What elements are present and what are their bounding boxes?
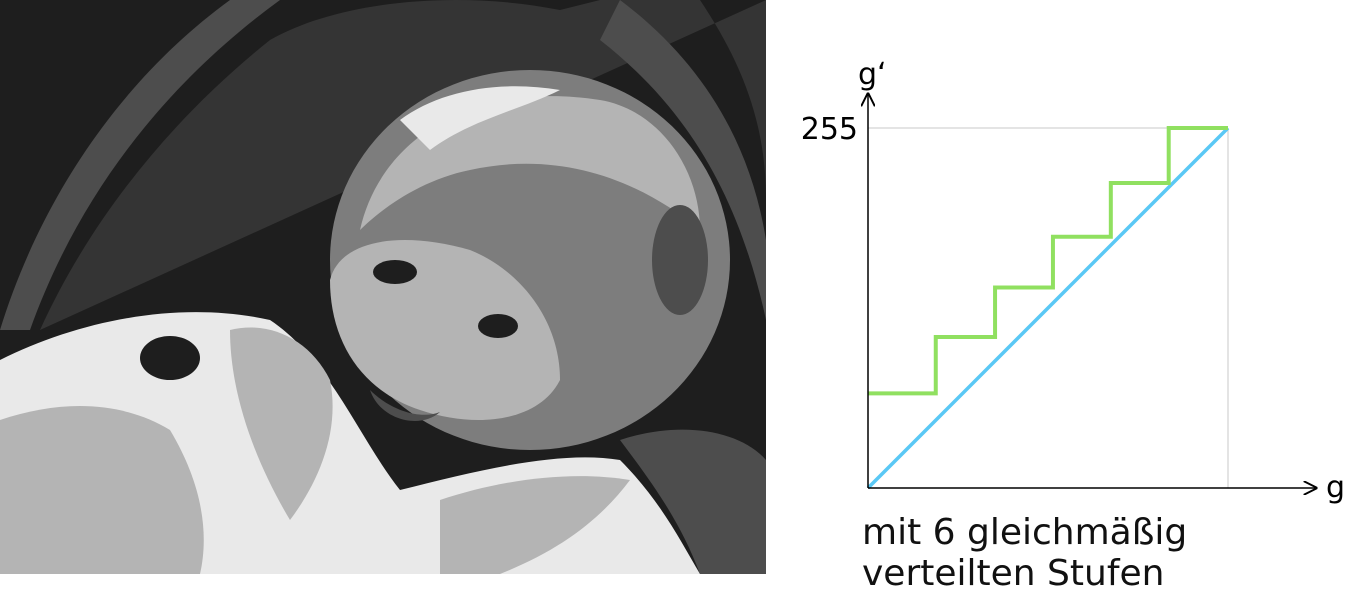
identity-line-series bbox=[866, 126, 1230, 490]
caption-line-2: verteilten Stufen bbox=[862, 553, 1165, 594]
posterized-baby-photo-icon bbox=[0, 0, 766, 574]
caption-line-1: mit 6 gleichmäßig bbox=[862, 512, 1188, 553]
chart-svg: g g‘ 255 bbox=[801, 57, 1345, 505]
caption: mit 6 gleichmäßig verteilten Stufen bbox=[862, 512, 1342, 594]
stepped-quantization-series bbox=[868, 126, 1228, 396]
posterized-baby-photo bbox=[0, 0, 766, 574]
series-layer bbox=[866, 126, 1230, 490]
stepped-transfer-function-chart: g g‘ 255 bbox=[790, 50, 1364, 520]
x-axis-label: g bbox=[1326, 470, 1345, 505]
y-tick-label-255: 255 bbox=[801, 112, 858, 147]
y-axis-label: g‘ bbox=[858, 57, 887, 92]
